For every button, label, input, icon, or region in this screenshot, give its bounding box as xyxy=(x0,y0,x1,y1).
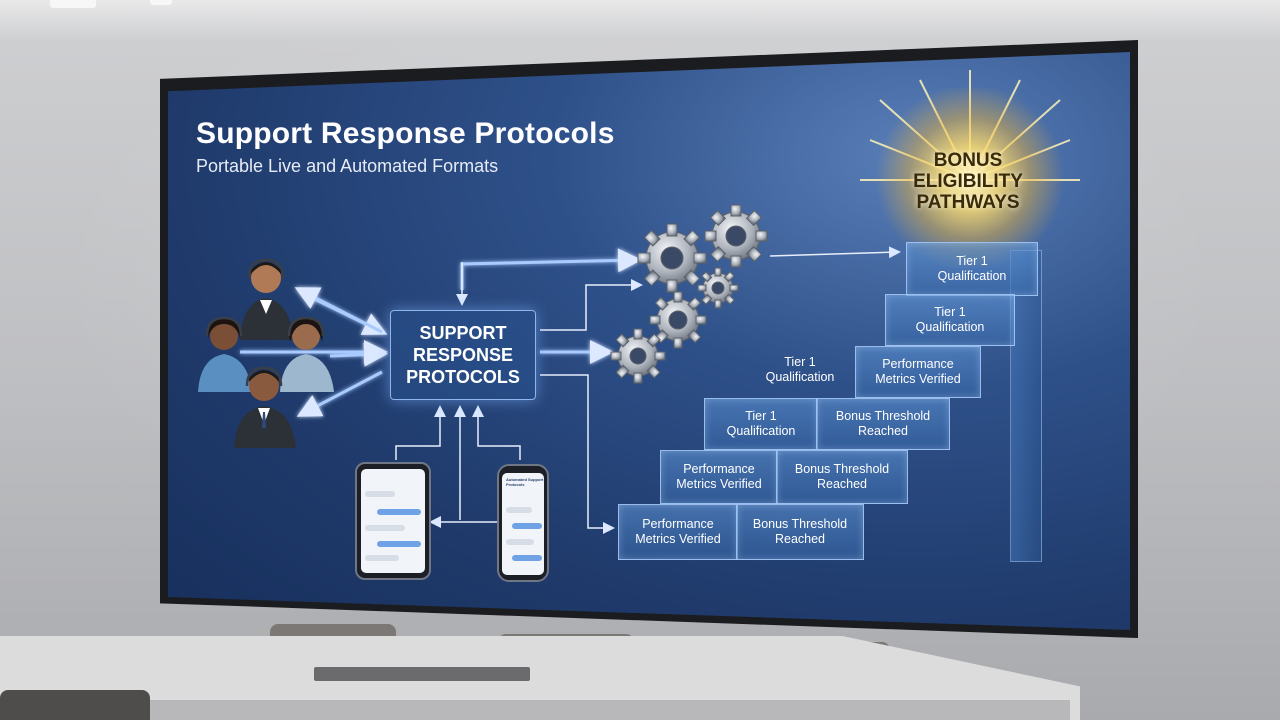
stair-step: Tier 1 Qualification xyxy=(704,398,818,450)
chat-bubble xyxy=(506,539,534,545)
step-label: Performance Metrics Verified xyxy=(676,462,762,491)
step-label: Performance Metrics Verified xyxy=(635,517,721,546)
gear-icon xyxy=(610,204,768,384)
bonus-glow xyxy=(870,88,1070,268)
smartphone-icon: Automated Support Protocols xyxy=(497,464,549,582)
chat-bubble xyxy=(512,555,542,561)
chair xyxy=(0,690,150,720)
slide-title: Support Response Protocols xyxy=(196,117,615,150)
stair-step: Tier 1 Qualification xyxy=(885,294,1015,346)
chat-bubble xyxy=(365,555,399,561)
phone-screen: Automated Support Protocols xyxy=(502,473,544,575)
step-label: Bonus Threshold Reached xyxy=(752,517,848,546)
center-box-label: SUPPORT RESPONSE PROTOCOLS xyxy=(406,323,520,387)
headset-agent-icon xyxy=(240,258,294,340)
step-label: Tier 1 Qualification xyxy=(937,254,1007,283)
arrow-tablet-to-center xyxy=(395,405,446,460)
chat-bubble xyxy=(365,525,405,531)
arrow-center-to-agent4 xyxy=(296,370,383,417)
tablet-icon xyxy=(355,462,431,580)
ceiling-light xyxy=(150,0,172,5)
bonus-eligibility-pathways-label: BONUS ELIGIBILITY PATHWAYS xyxy=(913,150,1023,213)
step-label: Tier 1 Qualification xyxy=(765,355,835,384)
chat-bubble xyxy=(377,509,421,515)
stair-step: Bonus Threshold Reached xyxy=(736,504,864,560)
slide-subtitle: Portable Live and Automated Formats xyxy=(196,156,499,176)
arrow-agent3-to-center xyxy=(329,342,388,367)
arrow-center-to-steps xyxy=(540,374,615,534)
headset-agent-icon xyxy=(234,366,296,448)
arrow-center-to-agent1 xyxy=(294,287,383,334)
stair-step: Performance Metrics Verified xyxy=(855,346,981,398)
step-label: Bonus Threshold Reached xyxy=(835,409,931,438)
stair-step: Performance Metrics Verified xyxy=(618,504,738,560)
headset-agent-icon xyxy=(198,316,252,392)
headset-agent-icon xyxy=(280,316,334,392)
chat-bubble xyxy=(506,507,532,513)
step-label: Performance Metrics Verified xyxy=(875,357,961,386)
tablet-screen xyxy=(361,469,425,573)
stair-step: Tier 1 Qualification xyxy=(906,242,1038,296)
chat-bubble xyxy=(365,491,395,497)
chat-bubble xyxy=(512,523,542,529)
table-console xyxy=(314,667,530,681)
step-label: Tier 1 Qualification xyxy=(726,409,796,438)
stair-step: Bonus Threshold Reached xyxy=(816,398,950,450)
step-label: Tier 1 Qualification xyxy=(915,305,985,334)
ceiling-light xyxy=(50,0,96,8)
support-response-protocols-box: SUPPORT RESPONSE PROTOCOLS xyxy=(390,310,536,400)
staircase-side xyxy=(1010,250,1042,562)
conference-table-edge xyxy=(0,700,1070,720)
arrow-phone-to-center xyxy=(472,405,521,460)
stair-step: Bonus Threshold Reached xyxy=(776,450,908,504)
step-label: Bonus Threshold Reached xyxy=(794,462,890,491)
gear-cluster xyxy=(610,204,768,384)
ceiling xyxy=(0,0,1280,40)
phone-heading: Automated Support Protocols xyxy=(506,477,544,487)
chat-bubble xyxy=(377,541,421,547)
arrow-center-to-gear-small xyxy=(540,279,643,331)
stair-step: Performance Metrics Verified xyxy=(660,450,778,504)
